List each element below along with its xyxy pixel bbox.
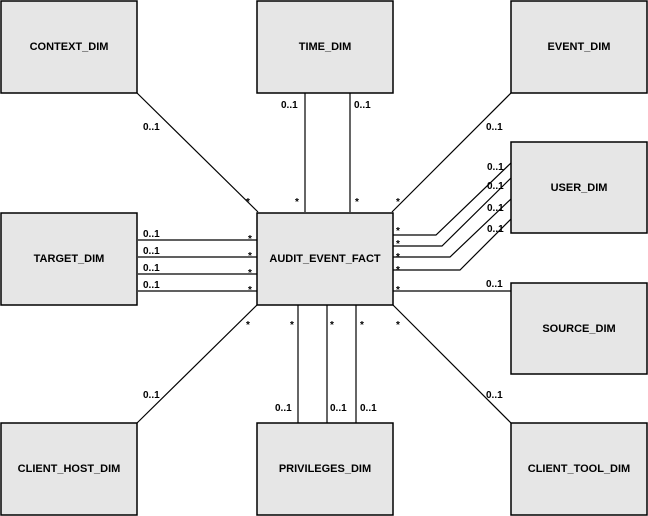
cardinality-many-event: *: [396, 197, 400, 208]
cardinality-many-time-1: *: [295, 197, 299, 208]
cardinality-many-client-tool: *: [396, 320, 400, 331]
entity-context-dim: CONTEXT_DIM: [0, 0, 138, 94]
cardinality-many-target-2: *: [248, 251, 252, 262]
cardinality-many-target-3: *: [248, 268, 252, 279]
line-context-fact: [135, 91, 259, 213]
cardinality-user-4: 0..1: [487, 224, 504, 235]
entity-label: USER_DIM: [551, 182, 608, 194]
line-clienthost-fact: [135, 303, 259, 425]
cardinality-privileges-3: 0..1: [360, 403, 377, 414]
entity-label: CLIENT_HOST_DIM: [18, 463, 121, 475]
cardinality-many-time-2: *: [355, 197, 359, 208]
cardinality-many-user-4: *: [396, 265, 400, 276]
cardinality-time-2: 0..1: [354, 100, 371, 111]
cardinality-privileges-2: 0..1: [330, 403, 347, 414]
relationship-lines: [135, 91, 513, 425]
entity-label: TIME_DIM: [299, 41, 352, 53]
cardinality-target-4: 0..1: [143, 280, 160, 291]
entity-label: CONTEXT_DIM: [30, 41, 109, 53]
cardinality-client-host: 0..1: [143, 390, 160, 401]
cardinality-user-2: 0..1: [487, 181, 504, 192]
entity-client-host-dim: CLIENT_HOST_DIM: [0, 422, 138, 516]
cardinality-user-3: 0..1: [487, 203, 504, 214]
cardinality-client-tool: 0..1: [486, 390, 503, 401]
cardinality-many-user-2: *: [396, 239, 400, 250]
cardinality-many-privileges-1: *: [290, 320, 294, 331]
cardinality-one-labels: 0..1 0..1 0..1 0..1 0..1 0..1 0..1 0..1 …: [143, 100, 504, 414]
cardinality-many-target-1: *: [248, 234, 252, 245]
cardinality-target-1: 0..1: [143, 229, 160, 240]
cardinality-many-client-host: *: [246, 320, 250, 331]
entity-time-dim: TIME_DIM: [256, 0, 394, 94]
cardinality-user-1: 0..1: [487, 162, 504, 173]
cardinality-context: 0..1: [143, 122, 160, 133]
line-user-fact-4: [392, 217, 513, 271]
entity-source-dim: SOURCE_DIM: [510, 282, 648, 375]
entity-label: PRIVILEGES_DIM: [279, 463, 371, 475]
cardinality-target-2: 0..1: [143, 246, 160, 257]
cardinality-many-privileges-2: *: [330, 320, 334, 331]
entity-privileges-dim: PRIVILEGES_DIM: [256, 422, 394, 516]
line-user-fact-2: [392, 176, 513, 247]
line-event-fact: [391, 91, 513, 213]
line-user-fact-3: [392, 197, 513, 258]
line-user-fact-1: [392, 161, 513, 236]
entity-label: CLIENT_TOOL_DIM: [528, 463, 630, 475]
cardinality-many-target-4: *: [248, 285, 252, 296]
cardinality-many-context: *: [246, 197, 250, 208]
line-clienttool-fact: [391, 303, 513, 425]
cardinality-many-user-3: *: [396, 252, 400, 263]
entity-user-dim: USER_DIM: [510, 141, 648, 234]
cardinality-source: 0..1: [486, 279, 503, 290]
cardinality-many-user-1: *: [396, 226, 400, 237]
cardinality-target-3: 0..1: [143, 263, 160, 274]
entity-target-dim: TARGET_DIM: [0, 212, 138, 306]
cardinality-many-privileges-3: *: [360, 320, 364, 331]
entity-client-tool-dim: CLIENT_TOOL_DIM: [510, 422, 648, 516]
entity-audit-event-fact: AUDIT_EVENT_FACT: [256, 212, 394, 306]
cardinality-many-source: *: [396, 285, 400, 296]
entity-event-dim: EVENT_DIM: [510, 0, 648, 94]
entity-label: TARGET_DIM: [34, 253, 105, 265]
cardinality-time-1: 0..1: [281, 100, 298, 111]
entity-label: AUDIT_EVENT_FACT: [269, 253, 381, 265]
cardinality-privileges-1: 0..1: [275, 403, 292, 414]
entity-label: SOURCE_DIM: [542, 323, 615, 335]
cardinality-many-labels: * * * * * * * * * * * * * * * * * *: [246, 197, 400, 331]
entity-label: EVENT_DIM: [548, 41, 611, 53]
cardinality-event: 0..1: [486, 122, 503, 133]
